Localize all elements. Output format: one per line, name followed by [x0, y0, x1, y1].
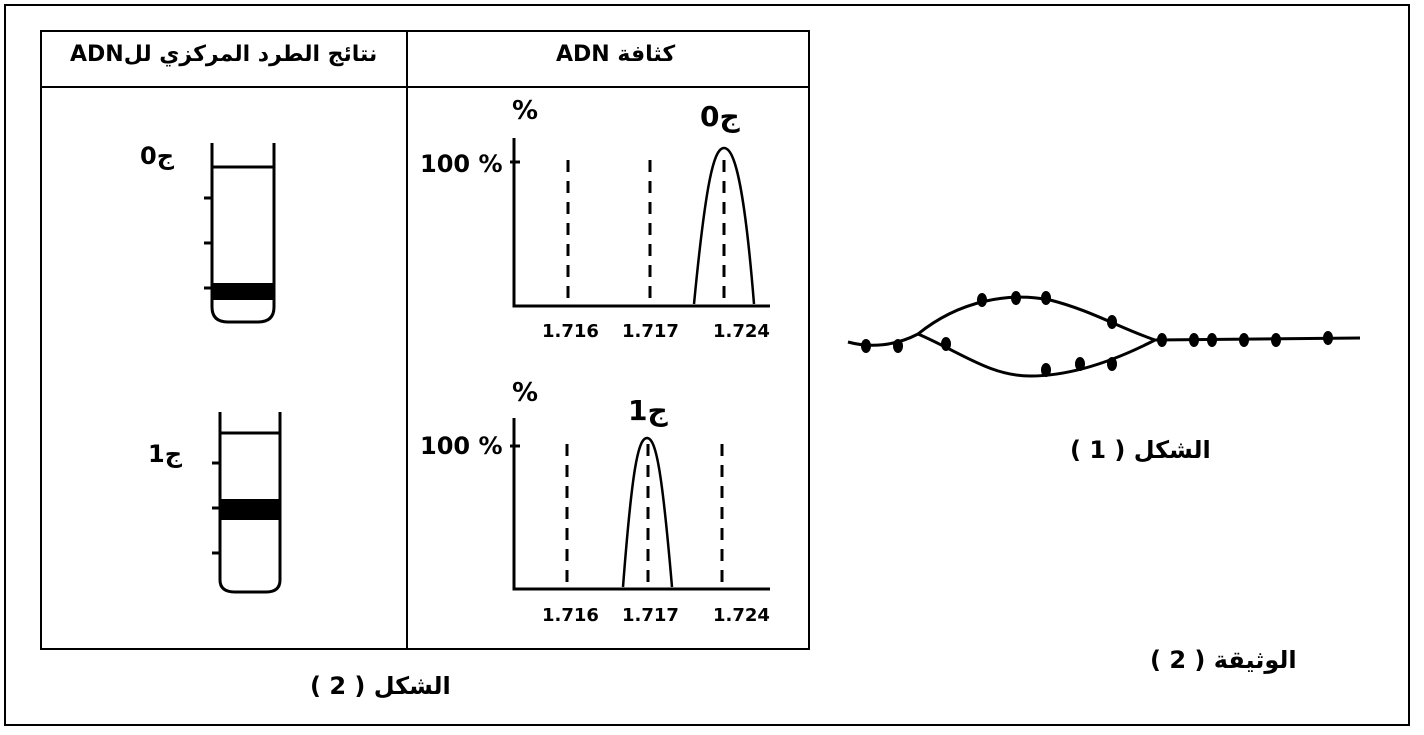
- graph-g1-y-tick: 100 %: [420, 432, 503, 460]
- tube-g1-dna-band: [220, 499, 280, 520]
- dna-left-strand: [847, 332, 919, 347]
- graph-g1-x-tick-1: 1.716: [542, 605, 599, 626]
- graph-g0-y-unit: %: [512, 96, 539, 126]
- bubble-lower-strand: [917, 332, 1156, 378]
- tube-g1: [212, 412, 282, 594]
- table-column-divider: [406, 30, 408, 650]
- graph-g0-x-tick-1: 1.716: [542, 321, 599, 342]
- tube-g1-label: ج1: [148, 440, 182, 468]
- tube-g0: [204, 143, 276, 324]
- nucleotide-dots: [861, 291, 1333, 377]
- tube-g0-label: ج0: [140, 142, 174, 170]
- table-header-divider: [40, 86, 810, 88]
- graph-g0-axes: [512, 138, 770, 308]
- graph-g1-curve-label: ج1: [628, 394, 668, 427]
- graph-g0-y-tick: 100 %: [420, 150, 503, 178]
- document-caption: الوثيقة ( 2 ): [1150, 646, 1297, 674]
- graph-g1-x-tick-3: 1.724: [713, 605, 770, 626]
- bubble-upper-strand: [917, 295, 1156, 342]
- density-column-header: كثافة ADN: [556, 42, 676, 67]
- graph-g0-curve-label: ج0: [700, 100, 740, 133]
- results-table: [40, 30, 810, 650]
- graph-g0-curve: [692, 146, 756, 305]
- figure1-caption: الشكل ( 1 ): [1070, 436, 1211, 464]
- graph-g1-x-tick-2: 1.717: [622, 605, 679, 626]
- graph-g1-axes: [512, 418, 770, 591]
- graph-g0-x-tick-2: 1.717: [622, 321, 679, 342]
- figure2-caption: الشكل ( 2 ): [310, 672, 451, 700]
- centrifuge-column-header: نتائج الطرد المركزي للADN: [70, 42, 378, 67]
- graph-g1-curve: [621, 436, 674, 588]
- graph-g1: [510, 418, 770, 591]
- graph-g1-y-unit: %: [512, 378, 539, 408]
- graph-g0: [510, 138, 770, 308]
- graph-g0-x-tick-3: 1.724: [713, 321, 770, 342]
- tube-g0-dna-band: [212, 283, 274, 300]
- document-frame: [4, 4, 1410, 726]
